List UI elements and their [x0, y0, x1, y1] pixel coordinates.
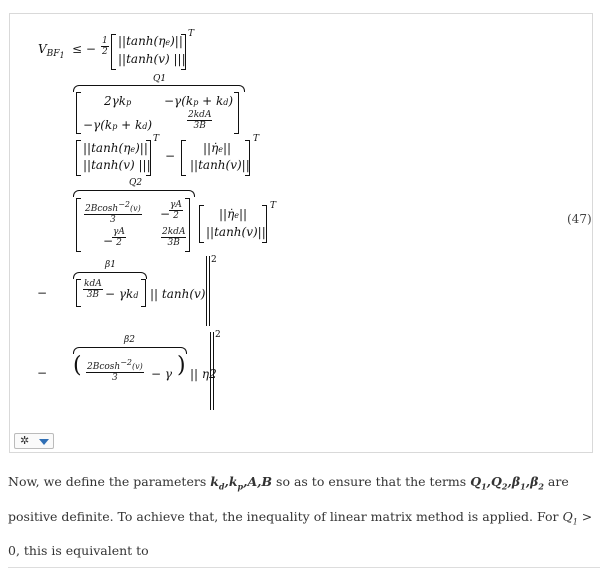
beta2-overbrace	[73, 347, 187, 354]
beta1-norm: || tanh(v)	[150, 287, 206, 301]
vec2-left-bracket	[76, 140, 81, 176]
body-paragraph: Now, we define the parameters kd,kp,A,B …	[8, 474, 593, 559]
q2-a21-sign: −	[103, 234, 114, 248]
vec3-right-bracket	[245, 140, 250, 176]
beta1-minus: −	[37, 286, 48, 300]
beta2-rest: − γ	[151, 367, 173, 381]
q1-label: Q1	[153, 74, 167, 84]
vector2-bottom: ||tanh(v) |||	[83, 158, 151, 172]
squared-sup-2: 2	[215, 330, 221, 340]
vec2-right-bracket	[146, 140, 151, 176]
q1-right-bracket	[234, 92, 239, 134]
transpose-sup-4: T	[270, 201, 277, 211]
q2-a11: 2Bcosh−2(v)3	[84, 200, 142, 225]
q1-overbrace	[73, 85, 245, 92]
lhs-symbol: VBF1	[38, 42, 65, 60]
beta2-left-paren: (	[73, 353, 82, 378]
q2-right-bracket	[185, 198, 190, 252]
divider	[8, 567, 600, 568]
vec4-left-bracket	[199, 205, 204, 243]
vector3-bottom: ||tanh(v)||	[190, 158, 250, 172]
beta2-right-paren: )	[177, 353, 186, 378]
beta2-label: β2	[124, 335, 135, 345]
chevron-down-icon	[39, 439, 49, 445]
beta1-right-bracket	[141, 279, 146, 307]
norm-bar-1a	[206, 256, 207, 326]
vec4-right-bracket	[262, 205, 267, 243]
vector4-top: ||η̇e||	[219, 207, 248, 221]
right-bracket	[181, 34, 186, 70]
q1-a11: 2γkp	[104, 94, 132, 108]
equation-menu-button[interactable]: ✲	[14, 433, 54, 449]
math-params: kd,kp,A,B	[210, 474, 273, 492]
beta1-label: β1	[105, 260, 116, 270]
norm-bar-2b	[213, 332, 214, 410]
vector1-bottom: ||tanh(v) |||	[118, 52, 186, 66]
equation-number: (47)	[567, 212, 592, 226]
vector2-top: ||tanh(ηe)||	[83, 141, 148, 155]
transpose-sup-2: T	[153, 134, 160, 144]
vector3-top: ||η̇e||	[203, 141, 232, 155]
q2-left-bracket	[76, 198, 81, 252]
relation-le-minus: ≤ −	[72, 42, 96, 56]
beta1-left-bracket	[76, 279, 81, 307]
norm-bar-2a	[210, 332, 211, 410]
math-terms: Q1,Q2,β1,β2	[470, 474, 544, 492]
transpose-sup-1: T	[188, 29, 195, 39]
beta1-overbrace	[73, 272, 147, 279]
gear-icon: ✲	[20, 434, 30, 447]
squared-sup-1: 2	[211, 255, 217, 265]
math-q1-condition: Q1 > 0	[8, 508, 593, 559]
q1-a21: −γ(kp + kd)	[83, 118, 153, 132]
q2-label: Q2	[129, 178, 143, 188]
beta2-fraction: 2Bcosh−2(v)3	[86, 358, 144, 383]
vector4-bottom: ||tanh(v)||	[206, 225, 266, 239]
beta2-minus: −	[37, 366, 48, 380]
q2-overbrace	[73, 190, 195, 197]
minus-sign: −	[165, 149, 176, 163]
transpose-sup-3: T	[253, 134, 260, 144]
q1-left-bracket	[76, 92, 81, 134]
vec3-left-bracket	[181, 140, 186, 176]
left-bracket	[111, 34, 116, 70]
q1-a12: −γ(kp + kd)	[164, 94, 234, 108]
vector1-top: ||tanh(ηe)||	[118, 34, 183, 48]
norm-bar-1b	[209, 256, 210, 326]
q2-a12-sign: −	[160, 207, 171, 221]
beta1-rest: − γkd	[105, 287, 139, 301]
